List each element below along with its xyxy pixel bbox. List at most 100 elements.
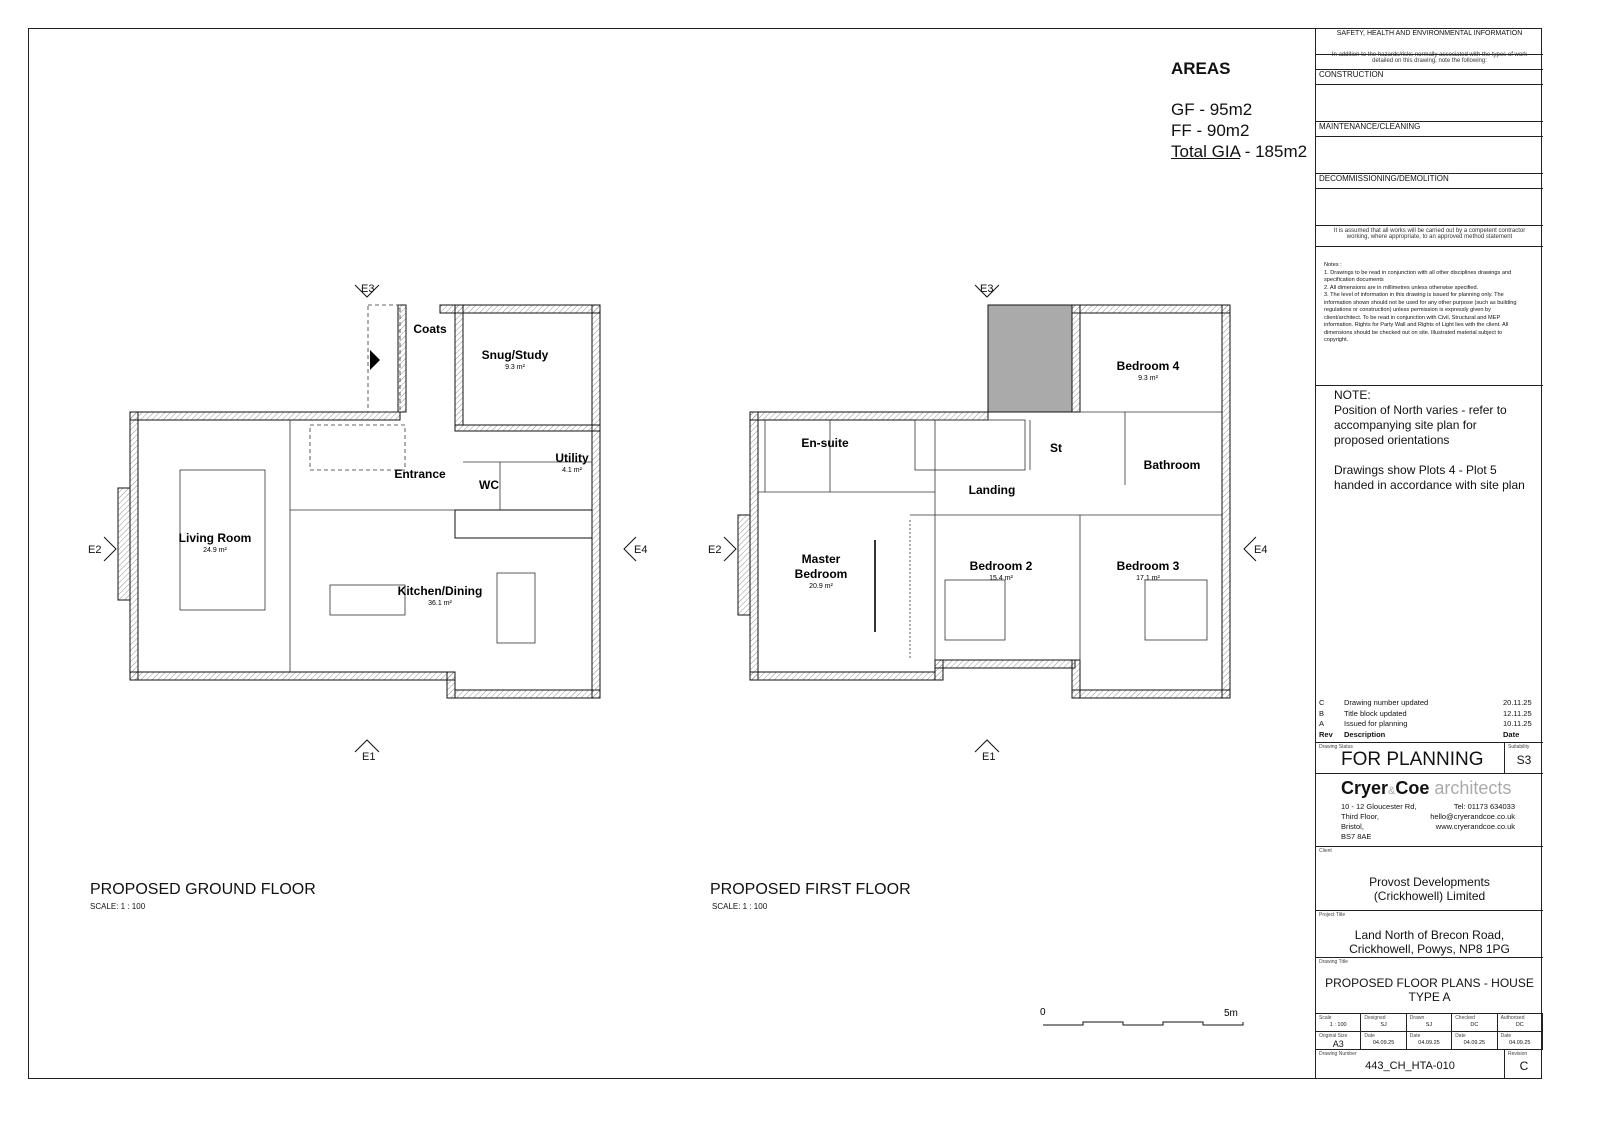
ff-area: FF - 90m2 xyxy=(1171,121,1250,140)
scale-start: 0 xyxy=(1040,1007,1046,1018)
she-subtitle: In addition to the hazards/risks normall… xyxy=(1316,52,1543,70)
first-floor-title: PROPOSED FIRST FLOOR xyxy=(710,881,911,898)
scale-bar: 0 5m xyxy=(1040,1007,1244,1026)
total-area: Total GIA - 185m2 xyxy=(1171,141,1307,162)
room-label: En-suite xyxy=(801,436,849,450)
room-label: St xyxy=(1050,441,1062,455)
architect-block: Cryer&Coe architects 10 - 12 Gloucester … xyxy=(1316,774,1543,847)
room-label: Master xyxy=(802,552,841,566)
areas-schedule: AREAS GF - 95m2 FF - 90m2 Total GIA - 18… xyxy=(1171,58,1307,162)
room-area: 9.3 m² xyxy=(505,364,526,371)
elevation-marker-icon xyxy=(1243,536,1257,562)
svg-text:E3: E3 xyxy=(980,283,993,295)
room-area: 9.3 m² xyxy=(1138,375,1159,382)
maintenance-heading: MAINTENANCE/CLEANING xyxy=(1316,122,1543,137)
architect-address: 10 - 12 Gloucester Rd,Third Floor,Bristo… xyxy=(1341,802,1417,841)
room-label: Bedroom xyxy=(795,567,848,581)
total-value: - 185m2 xyxy=(1239,142,1308,161)
room-area: 20.9 m² xyxy=(809,583,833,590)
construction-heading: CONSTRUCTION xyxy=(1316,70,1543,85)
room-area: 36.1 m² xyxy=(428,600,452,607)
interior-lines xyxy=(179,304,1222,672)
room-label: Kitchen/Dining xyxy=(398,584,483,598)
revision: C xyxy=(1519,1059,1529,1073)
room-label: Snug/Study xyxy=(482,348,549,362)
note-text: Position of North varies - refer to acco… xyxy=(1334,403,1507,447)
room-label: Living Room xyxy=(179,531,252,545)
client-block: Client Provost Developments (Crickhowell… xyxy=(1316,847,1543,911)
room-area: 17.1 m² xyxy=(1136,575,1160,582)
room-label: Bedroom 2 xyxy=(970,559,1033,573)
ground-floor-title: PROPOSED GROUND FLOOR xyxy=(90,881,316,898)
project-block: Project Title Land North of Brecon Road,… xyxy=(1316,911,1543,958)
void-area xyxy=(987,304,1073,413)
elevation-marker-icon xyxy=(974,739,1000,753)
she-title: SAFETY, HEALTH AND ENVIRONMENTAL INFORMA… xyxy=(1316,28,1543,55)
note-text: Drawings show Plots 4 - Plot 5 handed in… xyxy=(1334,463,1525,492)
note-item: 3. The level of information in this draw… xyxy=(1324,292,1517,343)
elevation-marker-icon xyxy=(354,739,380,753)
drawing-number: 443_CH_HTA-010 xyxy=(1365,1060,1455,1072)
room-label: Landing xyxy=(969,483,1016,497)
notes: Notes : 1. Drawings to be read in conjun… xyxy=(1316,245,1543,386)
elevation-markers: E3 E1 E2 E4 E3 E1 E2 E4 xyxy=(88,283,1267,763)
title-block: SAFETY, HEALTH AND ENVIRONMENTAL INFORMA… xyxy=(1315,28,1543,1079)
room-label: Coats xyxy=(413,322,447,336)
room-label: WC xyxy=(479,478,499,492)
north-note: NOTE: Position of North varies - refer t… xyxy=(1334,388,1527,493)
project-title: Land North of Brecon Road, Crickhowell, … xyxy=(1349,928,1510,956)
room-label: Bedroom 3 xyxy=(1117,559,1180,573)
svg-text:E4: E4 xyxy=(1254,544,1267,556)
entrance-arrow-icon xyxy=(370,350,380,370)
assumption-text: It is assumed that all works will be car… xyxy=(1316,226,1543,247)
architect-logo: Cryer&Coe architects xyxy=(1341,778,1512,798)
drawing-status: FOR PLANNING xyxy=(1341,749,1484,770)
client-name: Provost Developments (Crickhowell) Limit… xyxy=(1369,875,1490,903)
sheet-border xyxy=(28,28,1542,1079)
scale-end: 5m xyxy=(1224,1008,1238,1019)
status-row: Drawing Status FOR PLANNING Suitability … xyxy=(1316,743,1543,774)
room-label: Utility xyxy=(555,451,589,465)
note-item: 1. Drawings to be read in conjunction wi… xyxy=(1324,269,1512,284)
areas-title: AREAS xyxy=(1171,59,1231,78)
drawing-number-row: Drawing Number 443_CH_HTA-010 Revision C xyxy=(1316,1050,1543,1078)
svg-text:E1: E1 xyxy=(362,751,375,763)
total-label: Total GIA xyxy=(1171,142,1240,161)
decommissioning-heading: DECOMMISSIONING/DEMOLITION xyxy=(1316,174,1543,189)
room-label: Bathroom xyxy=(1144,458,1201,472)
svg-text:E3: E3 xyxy=(361,283,374,295)
elevation-marker-icon xyxy=(354,284,380,298)
room-area: 24.9 m² xyxy=(203,547,227,554)
elevation-marker-icon xyxy=(723,536,737,562)
note-item: 2. All dimensions are in millimetres unl… xyxy=(1324,284,1479,291)
note-title: NOTE: xyxy=(1334,388,1371,402)
gf-area: GF - 95m2 xyxy=(1171,100,1253,119)
elevation-marker-icon xyxy=(974,284,1000,298)
drawing-title-block: Drawing Title PROPOSED FLOOR PLANS - HOU… xyxy=(1316,958,1543,1014)
svg-text:E2: E2 xyxy=(708,544,721,556)
room-area: 15.4 m² xyxy=(989,575,1013,582)
drawing-title: PROPOSED FLOOR PLANS - HOUSE TYPE A xyxy=(1325,976,1534,1004)
ground-floor-labels: Living Room 24.9 m² Kitchen/Dining 36.1 … xyxy=(179,322,589,607)
svg-text:E1: E1 xyxy=(982,751,995,763)
room-label: Entrance xyxy=(394,467,446,481)
notes-heading: Notes : xyxy=(1324,262,1342,268)
ground-floor-scale: SCALE: 1 : 100 xyxy=(90,902,146,911)
